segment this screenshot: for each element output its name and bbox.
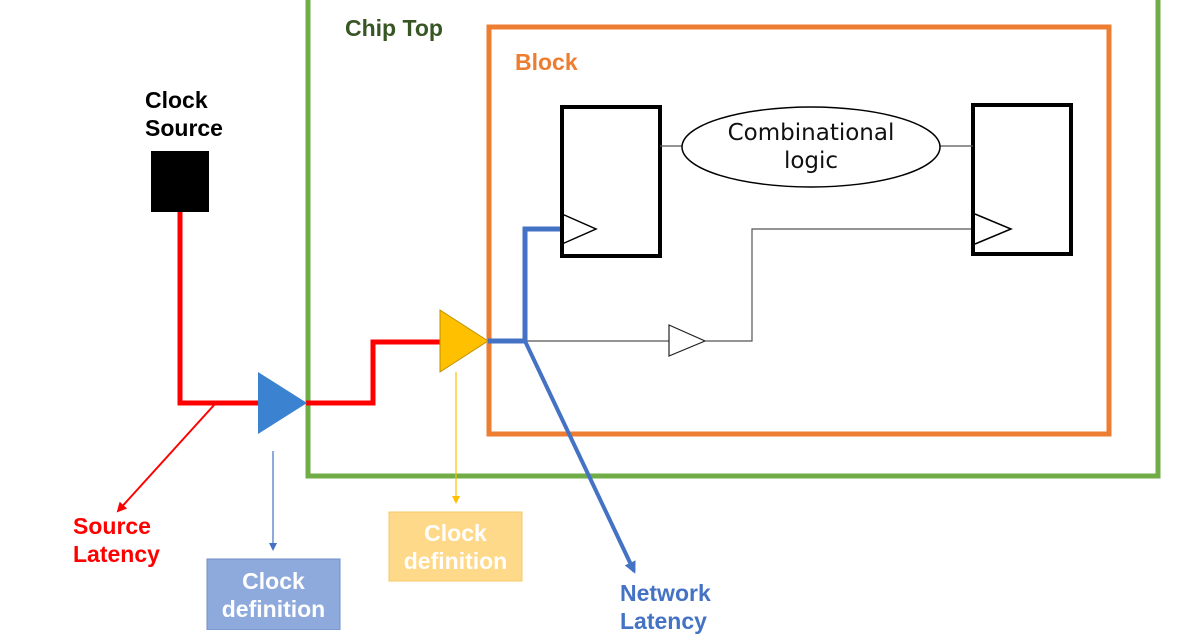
network-latency-line1: Network	[620, 580, 711, 606]
chip-top-boundary	[305, 0, 1161, 479]
source-latency-arrow	[116, 403, 216, 513]
clock-def-blue-box	[206, 558, 341, 630]
combinational-logic-line2: logic	[783, 148, 839, 174]
network-latency-label: Network Latency	[620, 579, 711, 635]
flip-flop-2-clock-pin	[974, 213, 1013, 245]
source-latency-path-2	[306, 339, 440, 406]
clock-def-yellow-label: Clock definition	[389, 512, 522, 581]
network-latency-path	[488, 226, 562, 344]
clock-def-yellow-line2: definition	[403, 547, 508, 574]
block-label: Block	[515, 49, 578, 75]
thin-clock-wire-2	[705, 228, 975, 342]
flip-flop-1	[560, 105, 662, 258]
clock-def-blue-label: Clock definition	[207, 559, 340, 630]
clock-source-square	[151, 151, 209, 212]
clock-def-blue-line1: Clock	[242, 567, 305, 594]
blue-buffer-triangle	[258, 372, 307, 434]
clock-source-label: Clock Source	[145, 86, 223, 142]
network-latency-arrow	[523, 340, 636, 574]
flip-flop-1-clock-pin	[561, 213, 598, 245]
source-latency-line1: Source	[73, 513, 151, 539]
flip-flop-2	[971, 103, 1073, 256]
combinational-logic-ellipse	[681, 106, 941, 188]
clock-def-yellow-line1: Clock	[424, 519, 487, 546]
source-latency-label: Source Latency	[73, 512, 160, 568]
yellow-buffer-triangle	[439, 309, 489, 373]
network-latency-line2: Latency	[620, 608, 707, 634]
small-buffer-triangle	[668, 324, 707, 357]
clock-source-label-line1: Clock	[145, 87, 208, 113]
chip-top-label: Chip Top	[345, 15, 443, 41]
source-latency-line2: Latency	[73, 541, 160, 567]
block-boundary	[486, 24, 1112, 437]
clock-source-label-line2: Source	[145, 115, 223, 141]
combinational-logic-label: Combinational logic	[700, 119, 922, 175]
combinational-logic-line1: Combinational	[727, 120, 895, 146]
source-latency-path	[177, 212, 258, 406]
clock-def-yellow-box	[388, 511, 523, 582]
clock-def-blue-line2: definition	[221, 595, 326, 622]
